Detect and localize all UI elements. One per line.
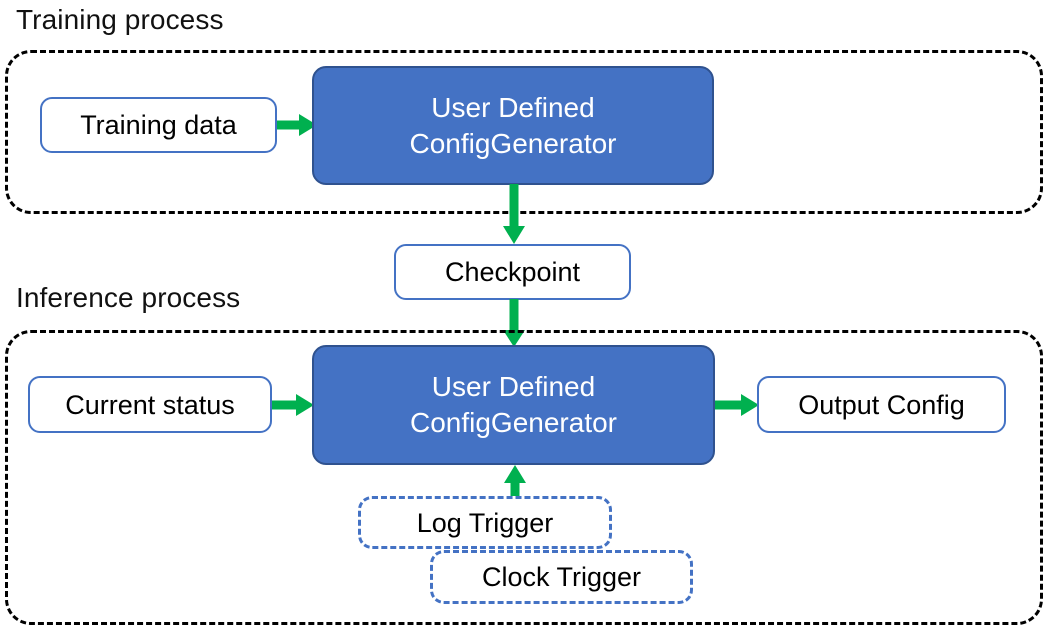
node-training-config-generator-line2: ConfigGenerator <box>409 127 617 159</box>
node-clock-trigger[interactable]: Clock Trigger <box>430 550 693 604</box>
node-inference-config-generator-line2: ConfigGenerator <box>409 407 617 438</box>
node-training-data-label: Training data <box>80 110 237 140</box>
training-process-title: Training process <box>16 4 224 35</box>
inference-process-group <box>5 330 1043 625</box>
node-training-config-generator[interactable]: User Defined ConfigGenerator <box>312 66 714 185</box>
node-current-status[interactable]: Current status <box>28 376 272 433</box>
node-inference-config-generator-line1: User Defined <box>431 371 596 402</box>
node-training-data[interactable]: Training data <box>40 97 277 153</box>
node-log-trigger-label: Log Trigger <box>416 507 554 538</box>
node-output-config[interactable]: Output Config <box>757 376 1006 433</box>
inference-process-title: Inference process <box>16 282 241 313</box>
node-log-trigger[interactable]: Log Trigger <box>358 496 612 549</box>
node-training-config-generator-line1: User Defined <box>431 91 595 123</box>
node-current-status-label: Current status <box>65 389 235 420</box>
node-checkpoint-label: Checkpoint <box>444 257 581 287</box>
training-process-group <box>5 50 1043 214</box>
node-checkpoint[interactable]: Checkpoint <box>394 244 631 300</box>
node-output-config-label: Output Config <box>798 389 965 420</box>
node-inference-config-generator[interactable]: User Defined ConfigGenerator <box>312 345 715 465</box>
node-clock-trigger-label: Clock Trigger <box>481 562 642 592</box>
